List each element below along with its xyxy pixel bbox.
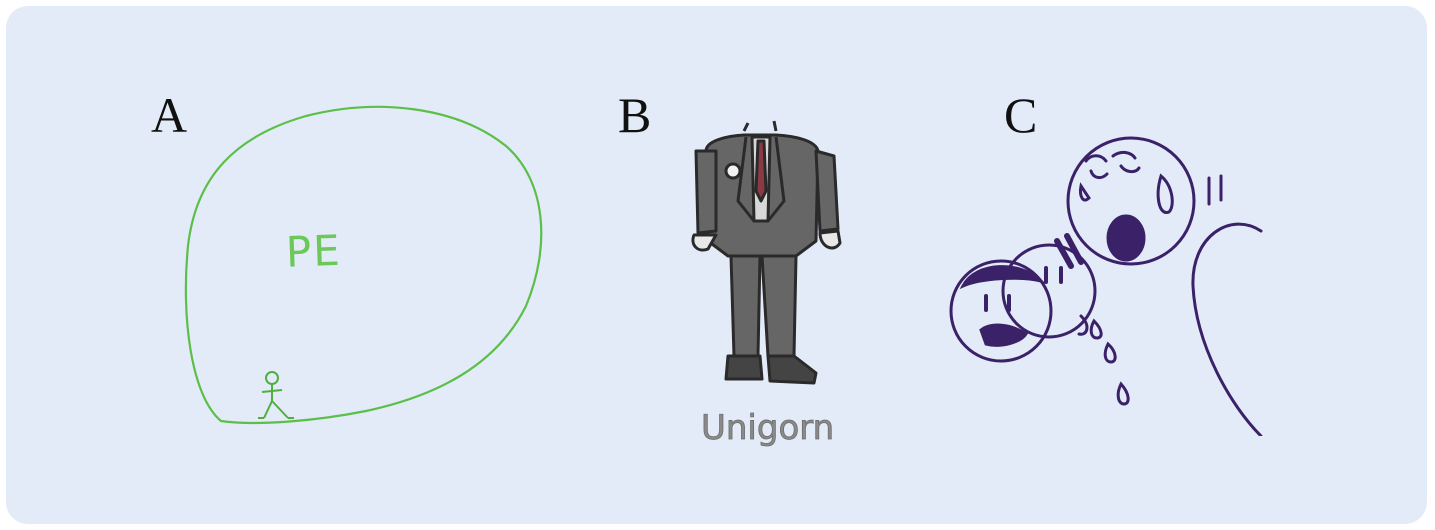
stick-figure [258, 371, 294, 419]
arm-outline [1191, 222, 1263, 436]
green-blob-outline [184, 105, 543, 425]
drawing-b-headless-suit: Unigorn [691, 120, 842, 448]
small-face-back [1001, 243, 1097, 339]
drawing-c-crying-faces [949, 136, 1263, 436]
pe-text: PE [285, 226, 343, 277]
figure-panel: A PE B [6, 6, 1427, 524]
big-crying-face [1066, 136, 1196, 266]
panel-label-c: C [1004, 87, 1038, 143]
unigorn-text: Unigorn [701, 408, 834, 448]
panel-label-a: A [151, 87, 188, 143]
drawing-a-pe-blob: PE [184, 105, 543, 425]
tear-drops [1089, 318, 1130, 406]
panel-label-b: B [618, 87, 652, 143]
small-face-front [949, 259, 1053, 363]
suit-figure [691, 120, 842, 385]
